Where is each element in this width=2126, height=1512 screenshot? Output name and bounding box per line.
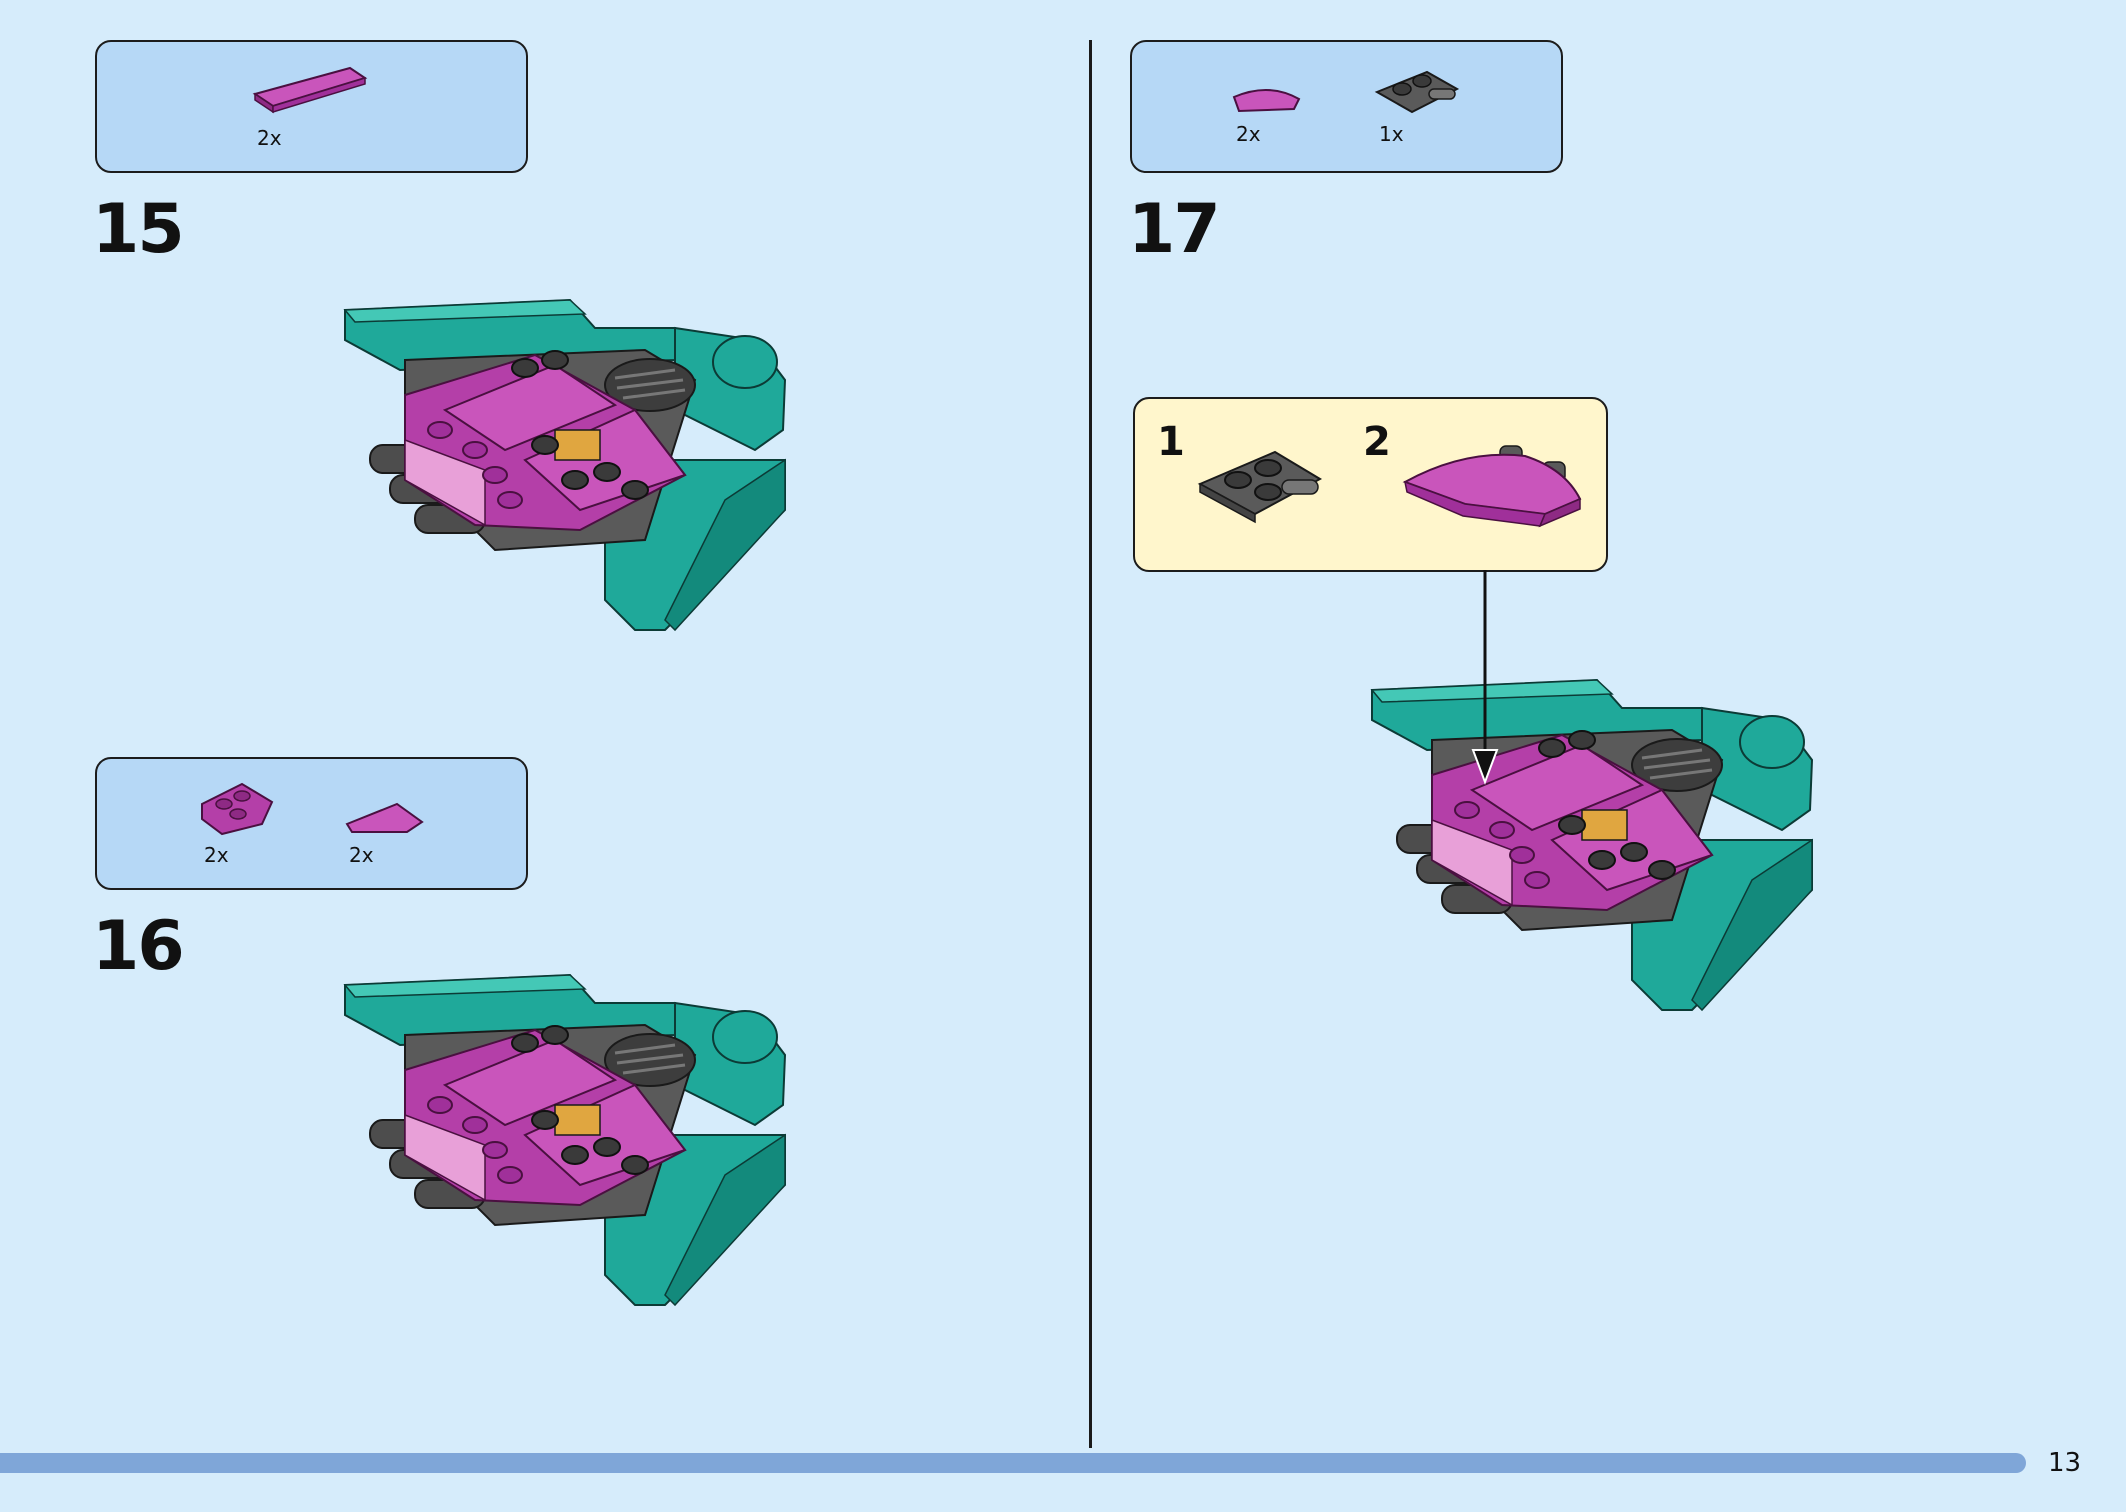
ship-model-step-15 — [343, 298, 787, 632]
subassembly-callout: 1 2 — [1133, 397, 1608, 572]
step-number-15: 15 — [92, 190, 185, 269]
part-quantity: 2x — [349, 843, 374, 867]
magenta-wedge-tile-icon — [345, 802, 424, 833]
part-quantity: 1x — [1379, 122, 1404, 146]
placement-arrow — [1471, 570, 1499, 785]
substep-number-1: 1 — [1157, 419, 1185, 465]
magenta-curved-slope-icon — [1232, 88, 1301, 113]
part-quantity: 2x — [257, 126, 282, 150]
magenta-wedge-plate-icon — [201, 782, 274, 836]
part-quantity: 2x — [204, 843, 229, 867]
parts-callout-step-16: 2x 2x — [95, 757, 528, 890]
parts-callout-step-15: 2x — [95, 40, 528, 173]
ship-model-step-17 — [1370, 678, 1814, 1012]
magenta-tile-1x4-icon — [252, 66, 368, 114]
magenta-curved-slope-assembly-icon — [1402, 445, 1582, 528]
ship-model-step-16 — [343, 973, 787, 1307]
progress-bar — [0, 1453, 2026, 1473]
dark-grey-plate-with-handle-icon — [1374, 70, 1460, 114]
parts-callout-step-17: 2x 1x — [1130, 40, 1563, 173]
step-number-16: 16 — [92, 907, 185, 986]
dark-grey-plate-with-handle-icon — [1197, 450, 1323, 524]
page-number: 13 — [2048, 1448, 2082, 1478]
step-number-17: 17 — [1128, 190, 1221, 269]
page-divider — [1089, 40, 1092, 1448]
substep-number-2: 2 — [1363, 419, 1391, 465]
part-quantity: 2x — [1236, 122, 1261, 146]
